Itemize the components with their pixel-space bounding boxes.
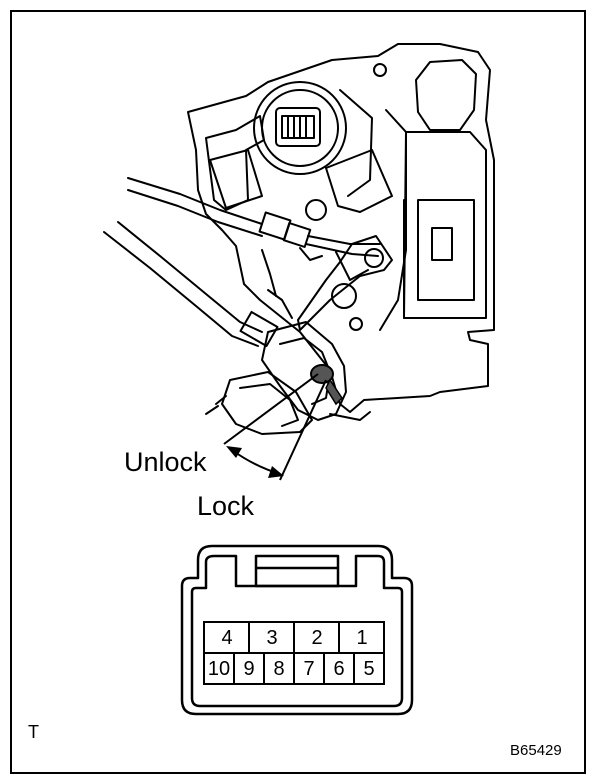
- pin-1: 1: [356, 627, 368, 649]
- pin-5: 5: [363, 658, 375, 680]
- pin-8: 8: [273, 658, 285, 680]
- pin-7: 7: [303, 658, 315, 680]
- housing-inner-panel: [205, 115, 265, 211]
- connector-outer-shell: [180, 544, 414, 716]
- unlock-arrow-icon: [226, 446, 242, 458]
- motor-housing: [253, 81, 347, 175]
- housing-right-column: [415, 59, 477, 131]
- lock-label: Lock: [197, 491, 255, 521]
- lock-guide-line: [279, 379, 327, 481]
- connector-inner-shell: [190, 554, 404, 708]
- connector-latch: [254, 554, 340, 588]
- motor-connector-socket: [275, 107, 321, 147]
- lock-housing-outline: [187, 43, 495, 413]
- unlock-label: Unlock: [124, 447, 207, 477]
- lock-pin-hatched: [310, 364, 334, 384]
- pin-9: 9: [243, 658, 255, 680]
- pin-10: 10: [207, 658, 231, 680]
- corner-mark: T: [28, 722, 39, 742]
- lock-lever: [297, 235, 393, 331]
- pin-6: 6: [333, 658, 345, 680]
- pin-3: 3: [266, 627, 278, 649]
- lock-arrow-icon: [268, 466, 284, 478]
- lower-cable: [117, 221, 263, 333]
- figure-code: B65429: [510, 742, 562, 759]
- pin-2: 2: [311, 627, 323, 649]
- pin-4: 4: [221, 627, 233, 649]
- unlock-guide-line: [223, 373, 319, 445]
- upper-cable: [127, 177, 263, 225]
